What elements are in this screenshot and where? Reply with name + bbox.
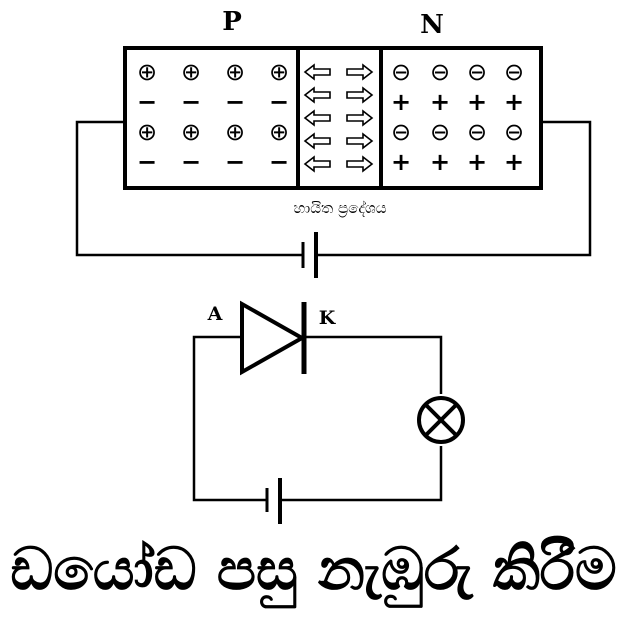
plus-symbol: + <box>467 88 487 116</box>
hole-symbol: ⊕ <box>181 58 201 86</box>
hole-symbol: ⊕ <box>137 118 157 146</box>
minus-symbol: − <box>225 88 245 116</box>
arrow-row <box>303 109 374 127</box>
minus-symbol: − <box>269 88 289 116</box>
plus-symbol: + <box>467 148 487 176</box>
electron-symbol: ⊖ <box>467 118 487 146</box>
plus-symbol: + <box>391 88 411 116</box>
plus-symbol: + <box>391 148 411 176</box>
right-arrow-icon <box>346 155 374 173</box>
lower-circuit-wire-left <box>192 335 267 502</box>
left-arrow-icon <box>303 155 331 173</box>
minus-symbol: − <box>137 88 157 116</box>
depletion-region-label: හායිත ප්‍රදේශය <box>293 199 386 218</box>
diagram-title: ඩයෝඩ පසු නැඹුරු කිරීම <box>10 534 617 603</box>
n-region-label: N <box>420 10 444 40</box>
minus-symbol: − <box>181 148 201 176</box>
diode-icon <box>240 300 307 376</box>
right-arrow-icon <box>346 86 374 104</box>
p-region-charges: ⊕ ⊕ ⊕ ⊕ ⊕ ⊕ ⊕ ⊕ − − − − − − − − <box>137 58 289 176</box>
electron-symbol: ⊖ <box>430 118 450 146</box>
minus-symbol: − <box>269 148 289 176</box>
right-arrow-icon <box>346 109 374 127</box>
pn-junction-block <box>123 46 543 190</box>
arrow-row <box>303 86 374 104</box>
minus-symbol: − <box>181 88 201 116</box>
arrow-row <box>303 132 374 150</box>
lower-circuit-wire-right <box>281 446 443 502</box>
hole-symbol: ⊕ <box>225 58 245 86</box>
upper-circuit-wire-left <box>75 120 303 257</box>
minus-symbol: − <box>137 148 157 176</box>
hole-symbol: ⊕ <box>225 118 245 146</box>
hole-symbol: ⊕ <box>137 58 157 86</box>
left-arrow-icon <box>303 132 331 150</box>
right-arrow-icon <box>346 63 374 81</box>
electron-symbol: ⊖ <box>430 58 450 86</box>
arrow-row <box>303 155 374 173</box>
electron-symbol: ⊖ <box>391 118 411 146</box>
arrow-row <box>303 63 374 81</box>
left-arrow-icon <box>303 63 331 81</box>
minus-symbol: − <box>225 148 245 176</box>
depletion-arrows <box>303 63 374 173</box>
hole-symbol: ⊕ <box>181 118 201 146</box>
plus-symbol: + <box>430 88 450 116</box>
hole-symbol: ⊕ <box>269 58 289 86</box>
upper-circuit-wire-right <box>318 120 592 257</box>
lower-circuit-wire-top <box>304 335 443 394</box>
electron-symbol: ⊖ <box>467 58 487 86</box>
right-arrow-icon <box>346 132 374 150</box>
p-region-label: P <box>222 7 242 37</box>
cathode-label: K <box>319 307 337 329</box>
left-arrow-icon <box>303 86 331 104</box>
plus-symbol: + <box>504 88 524 116</box>
electron-symbol: ⊖ <box>504 58 524 86</box>
anode-label: A <box>207 303 223 325</box>
plus-symbol: + <box>504 148 524 176</box>
lamp-icon <box>417 396 465 444</box>
hole-symbol: ⊕ <box>269 118 289 146</box>
n-region-charges: ⊖ ⊖ ⊖ ⊖ ⊖ ⊖ ⊖ ⊖ + + + + + + + + <box>391 58 524 176</box>
plus-symbol: + <box>430 148 450 176</box>
left-arrow-icon <box>303 109 331 127</box>
electron-symbol: ⊖ <box>504 118 524 146</box>
electron-symbol: ⊖ <box>391 58 411 86</box>
